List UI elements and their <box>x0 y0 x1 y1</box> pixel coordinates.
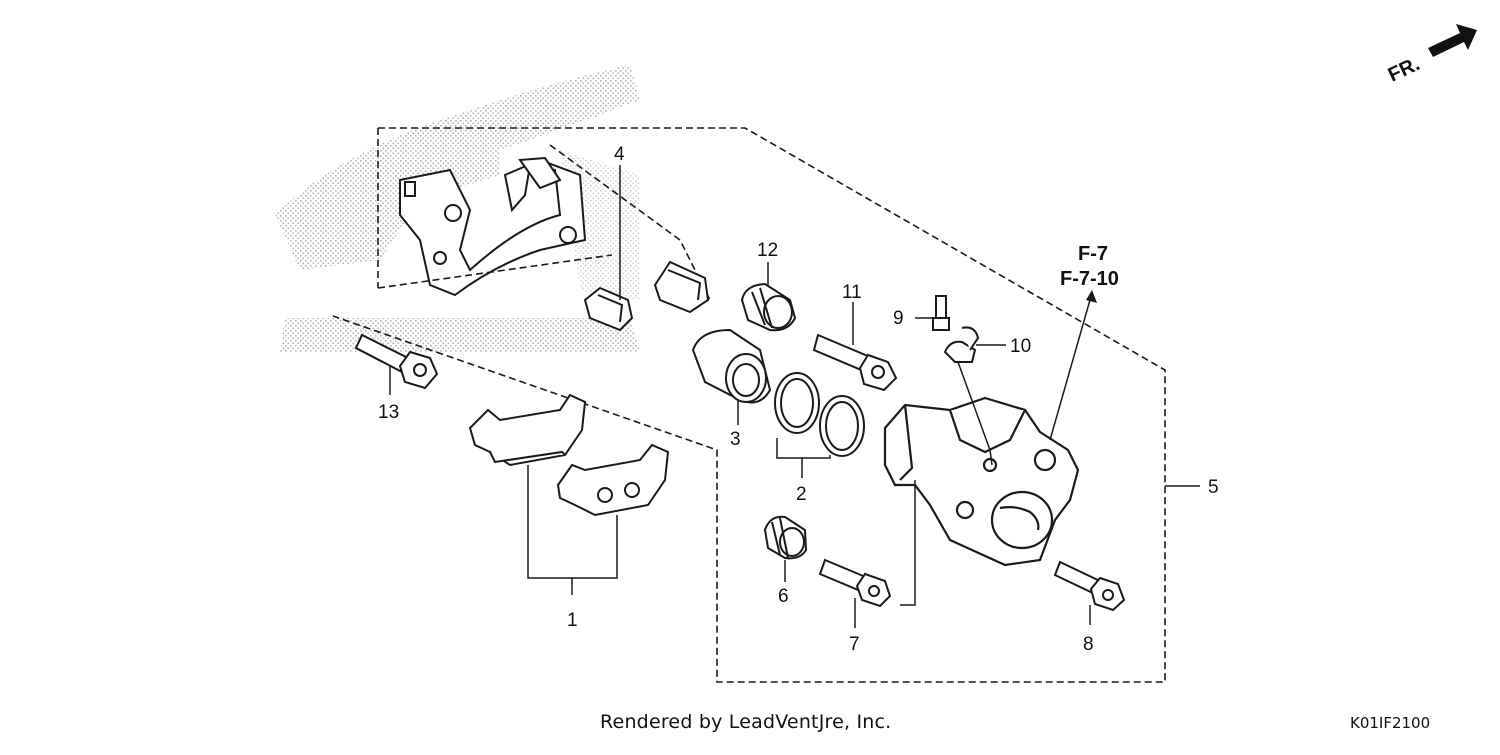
caliper-bracket <box>399 156 587 297</box>
callout-2: 2 <box>796 484 807 505</box>
callout-7: 7 <box>849 634 860 655</box>
arrow-head <box>1086 290 1097 303</box>
boot-12 <box>740 282 797 332</box>
brake-pad-lower <box>556 443 670 517</box>
piston-seal-set <box>774 372 865 457</box>
brake-pad-upper <box>468 393 587 467</box>
ref-code-f7: F-7 <box>1078 243 1108 265</box>
piston <box>691 328 772 404</box>
caliper-body <box>883 396 1080 567</box>
callout-1: 1 <box>567 610 578 631</box>
pin-bolt-7 <box>818 558 892 608</box>
flange-bolt-8 <box>1053 560 1126 612</box>
bleeder-screw <box>932 295 950 331</box>
callout-6: 6 <box>778 586 789 607</box>
callout-3: 3 <box>730 429 741 450</box>
direction-label: FR. <box>1385 53 1423 87</box>
flange-bolt-13 <box>354 333 439 390</box>
callout-11: 11 <box>842 282 862 303</box>
callout-10: 10 <box>1010 336 1031 357</box>
callout-4: 4 <box>614 144 625 165</box>
front-direction-arrow-icon: FR. <box>1385 24 1477 87</box>
callout-5: 5 <box>1208 477 1219 498</box>
bleeder-cap <box>943 326 980 363</box>
callout-9: 9 <box>893 308 904 329</box>
leader-lines <box>389 165 1200 628</box>
ref-code-f7-10: F-7-10 <box>1060 268 1119 290</box>
assembly-outline-bracket <box>332 127 1166 683</box>
callout-8: 8 <box>1083 634 1094 655</box>
credit-text: Rendered by LeadVentJre, Inc. <box>600 711 892 733</box>
boot-6 <box>763 515 808 560</box>
callout-13: 13 <box>378 402 399 423</box>
figure-code: K01IF2100 <box>1350 714 1431 732</box>
pad-retainer <box>653 260 710 314</box>
pin-bolt-11 <box>812 333 898 392</box>
callout-12: 12 <box>757 240 778 261</box>
